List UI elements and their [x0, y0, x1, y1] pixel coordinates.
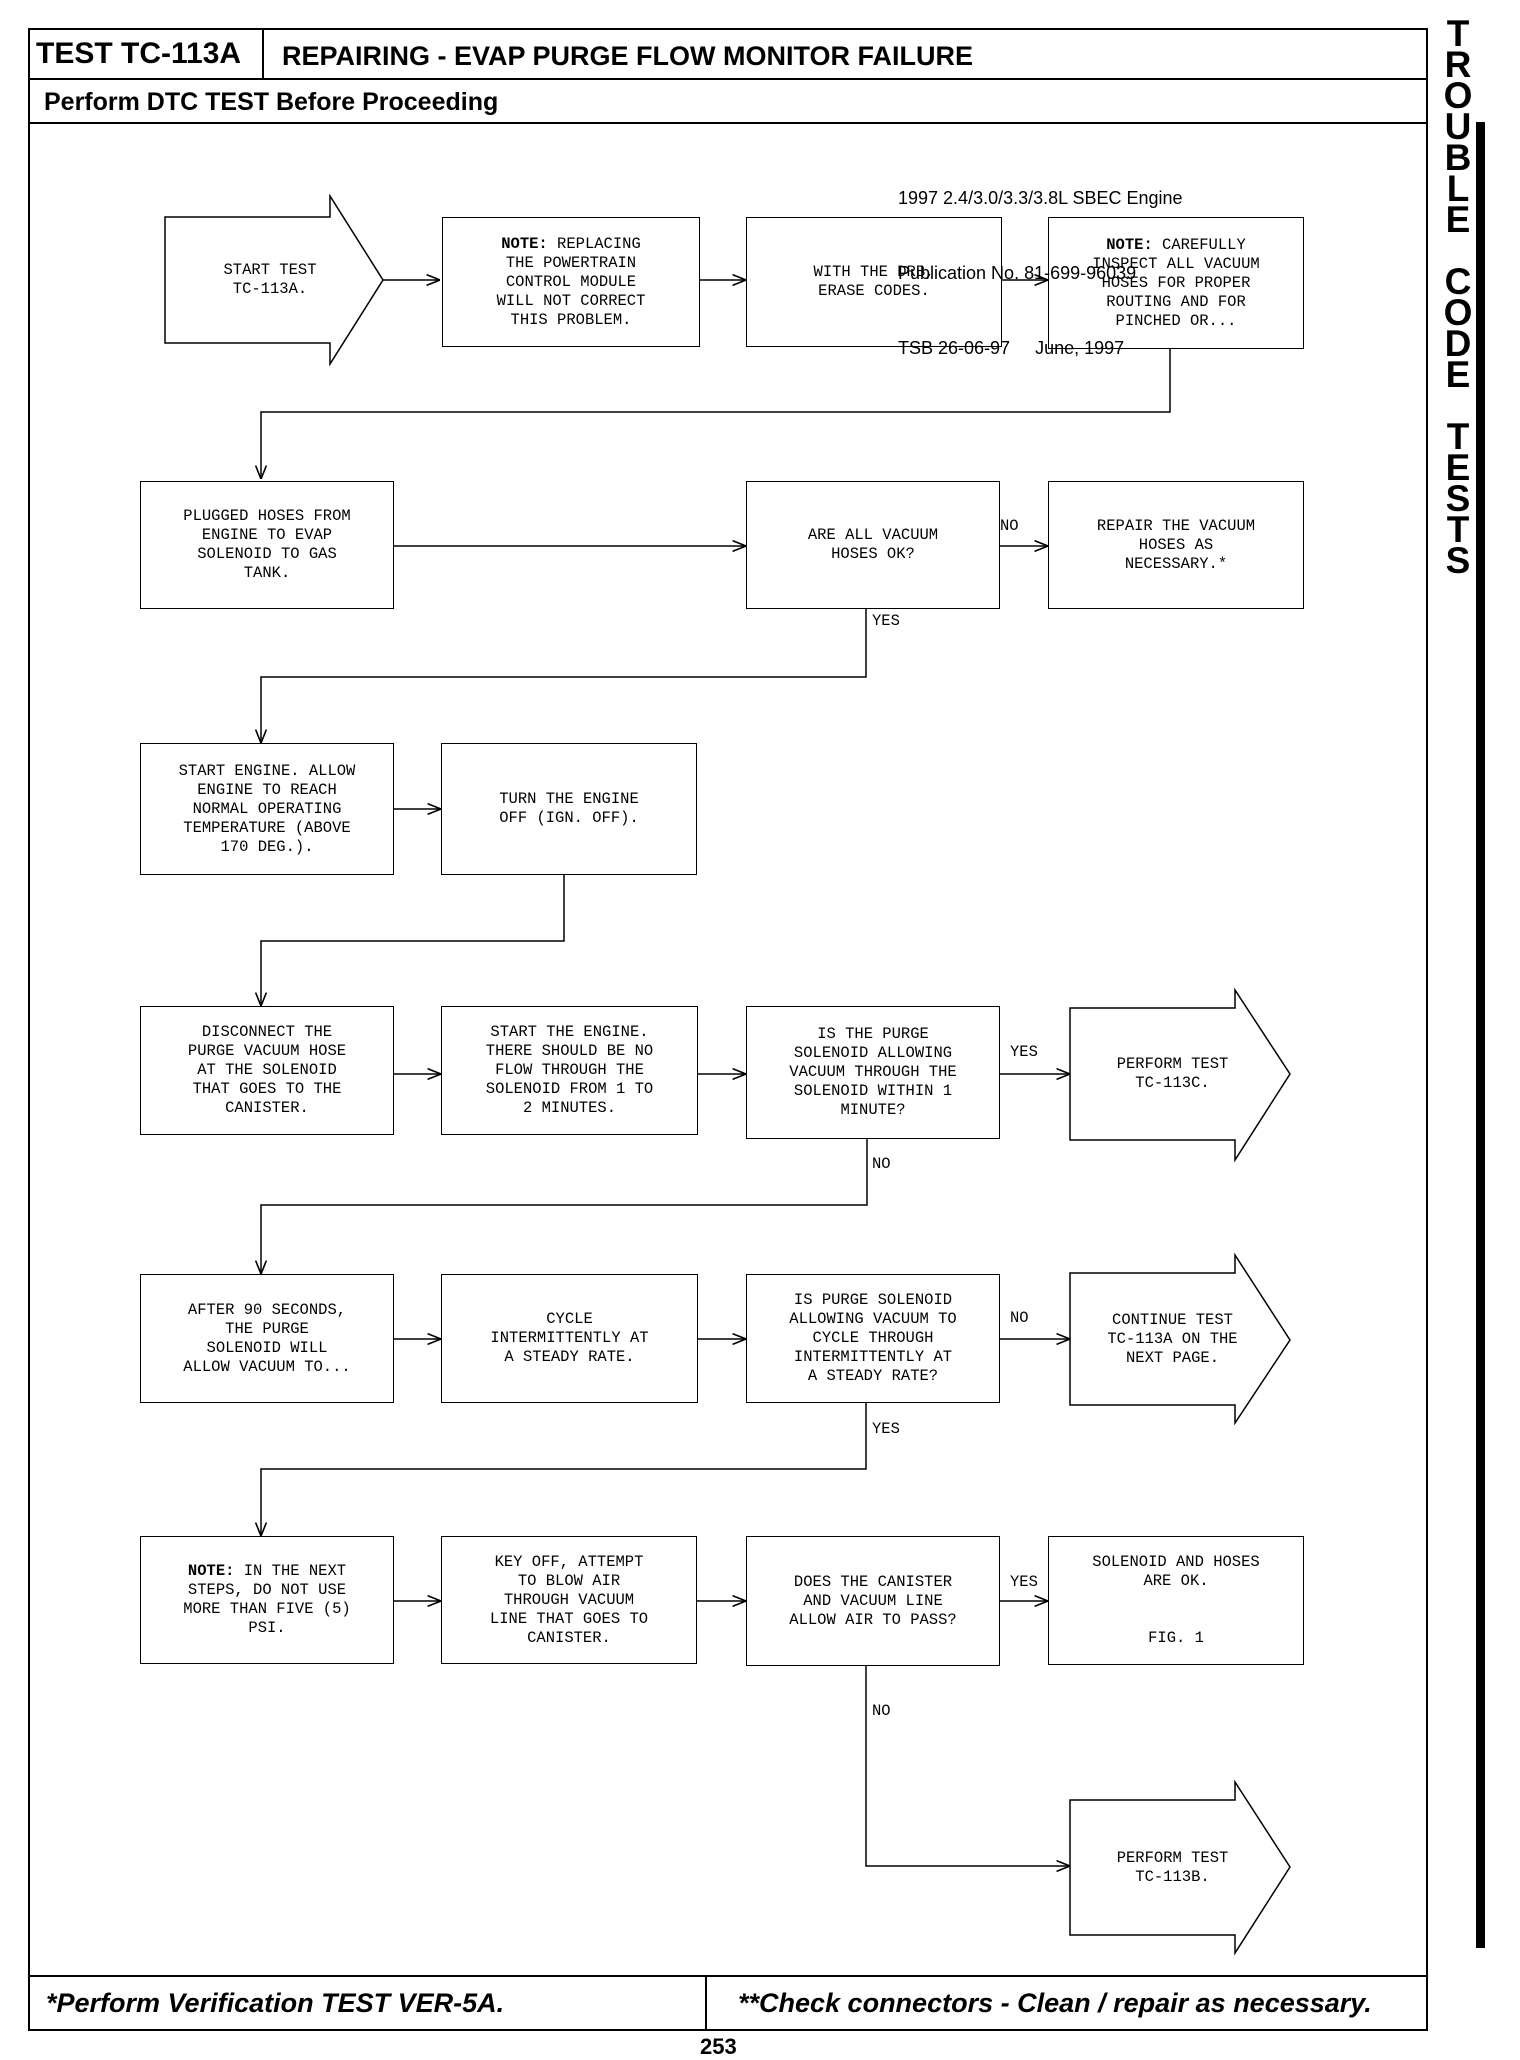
- yes-label: YES: [872, 612, 900, 630]
- page-subtitle: Perform DTC TEST Before Proceeding: [28, 80, 1428, 124]
- page-number: 253: [700, 2034, 737, 2059]
- note-inspect-hoses-text: CAREFULLY INSPECT ALL VACUUM HOSES FOR P…: [1092, 235, 1260, 330]
- perform-test-113b-arrow: PERFORM TEST TC-113B.: [1116, 1848, 1229, 1886]
- solenoid-hoses-ok-box: SOLENOID AND HOSES ARE OK. FIG. 1: [1048, 1536, 1304, 1665]
- start-engine-box: START ENGINE. ALLOW ENGINE TO REACH NORM…: [140, 743, 394, 875]
- plugged-hoses-box: PLUGGED HOSES FROM ENGINE TO EVAP SOLENO…: [140, 481, 394, 609]
- footer-connectors-note: **Check connectors - Clean / repair as n…: [738, 1988, 1372, 2018]
- footer-divider: [705, 1975, 707, 2031]
- turn-engine-off-box: TURN THE ENGINE OFF (IGN. OFF).: [441, 743, 697, 875]
- continue-arrow-shape: [1069, 1252, 1291, 1426]
- no-label: NO: [872, 1702, 891, 1720]
- cycle-steady-rate-decision: IS PURGE SOLENOID ALLOWING VACUUM TO CYC…: [746, 1274, 1000, 1403]
- test-id: TEST TC-113A: [28, 28, 264, 80]
- no-label: NO: [1010, 1309, 1029, 1327]
- note-label: NOTE:: [501, 234, 548, 253]
- no-label: NO: [872, 1155, 891, 1173]
- no-label: NO: [1000, 517, 1019, 535]
- note-five-psi-box: NOTE: IN THE NEXT STEPS, DO NOT USE MORE…: [140, 1536, 394, 1664]
- note-replacing-pcm-text: REPLACING THE POWERTRAIN CONTROL MODULE …: [496, 234, 646, 329]
- note-replacing-pcm-box: NOTE: REPLACING THE POWERTRAIN CONTROL M…: [442, 217, 700, 347]
- perform-113b-arrow-shape: [1069, 1779, 1291, 1956]
- yes-label: YES: [1010, 1573, 1038, 1591]
- start-engine-no-flow-box: START THE ENGINE. THERE SHOULD BE NO FLO…: [441, 1006, 698, 1135]
- erase-codes-box: WITH THE DRB, ERASE CODES.: [746, 217, 1002, 347]
- yes-label: YES: [1010, 1043, 1038, 1061]
- note-label: NOTE:: [187, 1562, 235, 1580]
- cycle-intermittently-box: CYCLE INTERMITTENTLY AT A STEADY RATE.: [441, 1274, 698, 1403]
- canister-air-pass-decision: DOES THE CANISTER AND VACUUM LINE ALLOW …: [746, 1536, 1000, 1666]
- start-arrow-shape: [164, 193, 384, 367]
- purge-solenoid-decision: IS THE PURGE SOLENOID ALLOWING VACUUM TH…: [746, 1006, 1000, 1139]
- footer-bar: [28, 1975, 1428, 2031]
- start-test-arrow: START TEST TC-113A.: [223, 261, 317, 298]
- repair-vacuum-hoses-box: REPAIR THE VACUUM HOSES AS NECESSARY.*: [1048, 481, 1304, 609]
- publication-info: 1997 2.4/3.0/3.3/3.8L SBEC Engine Public…: [898, 136, 1183, 386]
- page-frame: [28, 28, 1428, 2031]
- page-title: REPAIRING - EVAP PURGE FLOW MONITOR FAIL…: [282, 41, 974, 71]
- perform-113c-arrow-shape: [1069, 987, 1291, 1163]
- side-tab-trouble-code-tests: T R O U B L E C O D E T E S T S: [1443, 13, 1473, 581]
- disconnect-purge-hose-box: DISCONNECT THE PURGE VACUUM HOSE AT THE …: [140, 1006, 394, 1135]
- side-tab-bar: [1476, 122, 1485, 1948]
- note-label: NOTE:: [1106, 235, 1153, 254]
- after-90-seconds-box: AFTER 90 SECONDS, THE PURGE SOLENOID WIL…: [140, 1274, 394, 1403]
- perform-test-113c-arrow: PERFORM TEST TC-113C.: [1116, 1055, 1229, 1092]
- note-inspect-hoses-box: NOTE: CAREFULLY INSPECT ALL VACUUM HOSES…: [1048, 217, 1304, 349]
- publication-engine: 1997 2.4/3.0/3.3/3.8L SBEC Engine: [898, 188, 1183, 208]
- key-off-blow-air-box: KEY OFF, ATTEMPT TO BLOW AIR THROUGH VAC…: [441, 1536, 697, 1664]
- header-bar: [28, 28, 1428, 80]
- footer-verification-note: *Perform Verification TEST VER-5A.: [46, 1988, 505, 2018]
- vacuum-hoses-ok-decision: ARE ALL VACUUM HOSES OK?: [746, 481, 1000, 609]
- continue-test-arrow: CONTINUE TEST TC-113A ON THE NEXT PAGE.: [1107, 1310, 1238, 1367]
- note-five-psi-text: IN THE NEXT STEPS, DO NOT USE MORE THAN …: [183, 1562, 351, 1637]
- yes-label: YES: [872, 1420, 900, 1438]
- publication-number: Publication No. 81-699-96039: [898, 263, 1137, 283]
